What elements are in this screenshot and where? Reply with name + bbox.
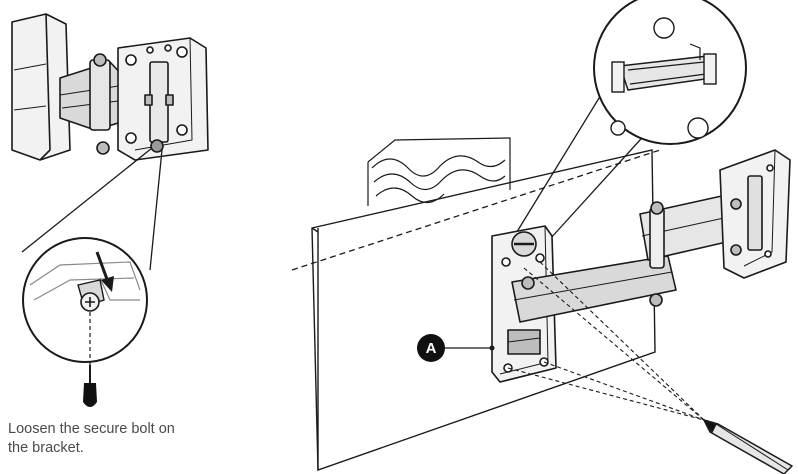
- level-guide-line: [291, 149, 661, 271]
- instruction-caption: Loosen the secure bolt on the bracket.: [8, 420, 258, 458]
- tv-plate: [719, 149, 791, 279]
- pencil-icon: [703, 419, 793, 474]
- screwdriver-icon: [83, 365, 97, 407]
- bracket-arm: [511, 191, 745, 323]
- callout-a-label: A: [426, 340, 437, 357]
- bolt-detail-circle: [22, 237, 148, 363]
- wall-stud: [367, 137, 511, 206]
- caption-line-1: Loosen the secure bolt on: [8, 421, 175, 437]
- drill-guide-lines: [507, 261, 705, 421]
- callout-a: A: [417, 334, 495, 362]
- slot-detail-circle: [593, 0, 747, 145]
- wall-panel: [311, 149, 656, 471]
- magnify-lines-left: [21, 147, 163, 271]
- arm-mount-illustration: [11, 13, 209, 161]
- caption-line-2: the bracket.: [8, 440, 84, 456]
- magnify-lines-right: [514, 89, 661, 251]
